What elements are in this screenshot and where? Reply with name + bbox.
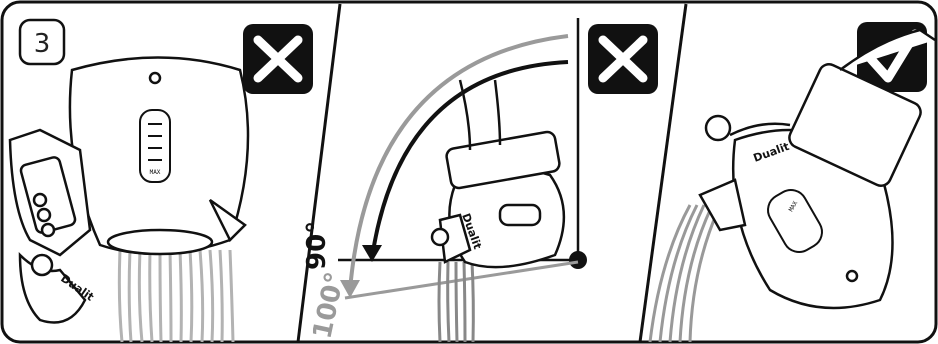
step-number: 3 (34, 29, 51, 59)
cross-icon (243, 24, 313, 94)
angle-90-label: 90° (302, 221, 332, 270)
gauge-label: MAX (150, 169, 161, 176)
water-level-gauge: MAX (140, 110, 170, 182)
cross-icon (588, 24, 658, 94)
step-badge: 3 (20, 20, 64, 64)
